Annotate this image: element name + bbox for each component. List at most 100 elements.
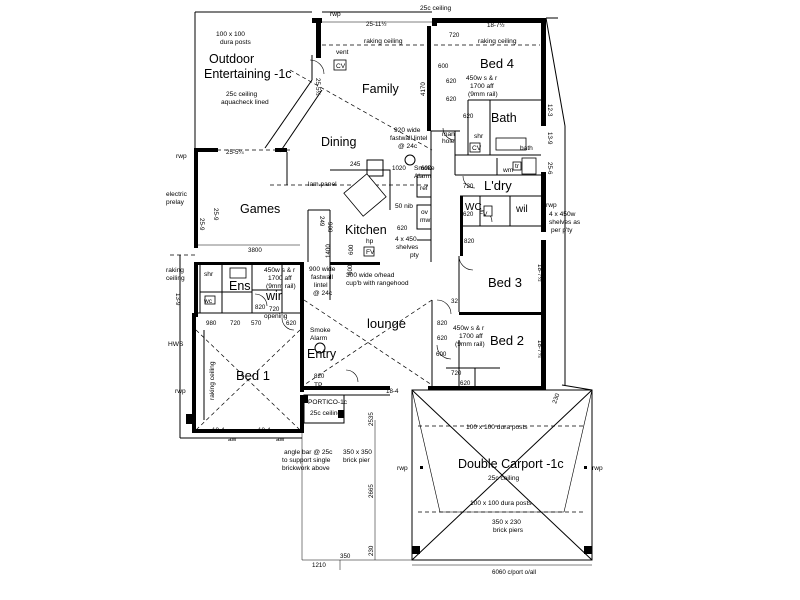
note-lintel-920-2: fastwall lintel	[390, 135, 428, 142]
room-bath: Bath	[491, 111, 517, 125]
note-hws: HWS	[168, 341, 184, 348]
note-brick-piers-2: brick piers	[493, 527, 524, 534]
note-lam-panel: lam.panel	[308, 181, 337, 188]
note-aw-2: aw	[276, 436, 285, 443]
smoke-alarm-2	[314, 342, 326, 354]
interior-walls	[179, 11, 566, 439]
note-vent: vent	[336, 49, 349, 56]
wc-pan	[483, 205, 493, 217]
room-entertaining: Entertaining -1c	[204, 67, 292, 81]
room-outdoor: Outdoor	[209, 52, 254, 66]
dim-25-9-b: 25-9	[198, 218, 205, 231]
dim-18-4-b: 18-4	[258, 427, 271, 434]
room-wir: wir	[265, 289, 282, 303]
note-angle-bar-3: brickwork above	[282, 465, 330, 472]
dim-820-l: 820	[437, 320, 448, 327]
dim-600-b2: 600	[436, 351, 447, 358]
dim-6060: 6060 c/port o/all	[492, 569, 536, 576]
note-shr-bath: shr	[474, 133, 484, 140]
dim-620-bath: 620	[463, 113, 474, 120]
note-cv-2: CV	[472, 145, 482, 152]
note-smoke-alarm-1a: Smoke	[414, 165, 435, 172]
door-swings	[254, 59, 493, 383]
dim-350: 350	[340, 553, 351, 560]
dim-600-b4: 600	[438, 63, 449, 70]
note-ceiling-portico: 25c ceiling	[310, 410, 341, 417]
note-hw-ens-1: 450w s & r	[264, 267, 296, 274]
bath-tub	[495, 137, 527, 151]
dim-600-k: 600	[347, 264, 354, 275]
note-angle-bar-1: angle bar @ 25c	[284, 449, 333, 456]
note-electric-1: electric	[166, 191, 188, 198]
dim-720-wir: 720	[269, 306, 280, 313]
note-tr: tr	[515, 163, 520, 170]
dim-25-5-left: 25-5¼	[226, 149, 244, 156]
note-aw-1: aw	[228, 436, 237, 443]
note-hw-ens-3: (9mm rail)	[266, 283, 296, 290]
note-bath-small: bath	[520, 145, 533, 152]
note-hw-bed2-2: 1700 aff	[459, 333, 483, 340]
room-bed2: Bed 2	[490, 333, 524, 348]
note-brick-pier-1: 350 x 350	[343, 449, 372, 456]
exterior-walls	[192, 18, 546, 433]
dim-2665: 2665	[368, 484, 375, 498]
dim-25-6-r: 25-6	[546, 162, 553, 175]
note-man-hole-1: man	[442, 131, 455, 138]
note-hw-bed4-2: 1700 aff	[470, 83, 494, 90]
note-brick-piers-1: 350 x 230	[492, 519, 521, 526]
note-rwp-right: rwp	[546, 202, 557, 209]
note-hp: hp	[366, 238, 374, 245]
note-fv: FV	[479, 211, 488, 218]
dim-820-entry: 820	[314, 373, 325, 380]
dim-620-a: 620	[446, 78, 457, 85]
room-family: Family	[362, 82, 400, 96]
note-lintel-900-3: lintel	[314, 282, 328, 289]
dimension-lines	[198, 21, 592, 570]
note-smoke-alarm-2a: Smoke	[310, 327, 331, 334]
dim-249: 249	[318, 216, 325, 227]
dim-32: 32	[451, 298, 458, 305]
note-angle-bar-2: to support single	[282, 457, 331, 464]
dim-3800: 3800	[248, 247, 262, 254]
room-wc: WC	[465, 202, 482, 213]
note-rwp-bed1: rwp	[175, 388, 186, 395]
note-aquacheck-2: aquacheck lined	[221, 99, 269, 106]
room-bed1: Bed 1	[236, 368, 270, 383]
room-bed3: Bed 3	[488, 275, 522, 290]
note-dura-posts-carport-2: 100 x 100 dura posts	[470, 500, 532, 507]
note-lintel-900-2: fastwall	[311, 274, 334, 281]
note-dura-posts-top: 100 x 100	[216, 31, 245, 38]
dim-570: 570	[251, 320, 262, 327]
dim-600-k2: 600	[348, 244, 355, 255]
cv-box-1	[333, 59, 347, 71]
note-smoke-alarm-1b: Alarm	[414, 173, 432, 180]
note-lintel-920-1: 920 wide	[394, 127, 421, 134]
room-bed4: Bed 4	[480, 56, 514, 71]
note-overhead-1: 300 wide o/head	[346, 272, 395, 279]
note-raking-ceiling-left-1: raking	[166, 267, 184, 274]
dim-25-5-top: 25-5½	[314, 78, 321, 96]
note-opening: opening	[264, 313, 288, 320]
room-portico: PORTICO-1c	[308, 399, 348, 406]
room-entry: Entry	[307, 347, 337, 361]
room-carport: Double Carport -1c	[458, 457, 564, 471]
dim-13-9-l: 13-9	[174, 293, 181, 306]
dim-900-a: 900	[326, 222, 333, 233]
ens-vanity	[229, 267, 247, 279]
room-laundry: L'dry	[484, 178, 512, 193]
dim-690: 690	[421, 165, 432, 172]
dim-620-wc: 620	[463, 211, 474, 218]
dim-980: 980	[206, 320, 217, 327]
note-hw-bed4-1: 450w s & r	[466, 75, 498, 82]
note-hw-bed2-3: (9mm rail)	[455, 341, 485, 348]
cv-box-2	[469, 142, 481, 153]
dim-18-4-a: 18-4	[212, 427, 225, 434]
note-rwp-top: rwp	[330, 11, 341, 18]
dim-230-b: 230	[551, 392, 561, 405]
note-rwp-carport-r: rwp	[592, 465, 603, 472]
room-dining: Dining	[321, 135, 356, 149]
note-shelves-right-1: 4 x 450w	[549, 211, 576, 218]
dim-4170: 4170	[420, 82, 427, 96]
note-hw-bed4-3: (9mm rail)	[468, 91, 498, 98]
